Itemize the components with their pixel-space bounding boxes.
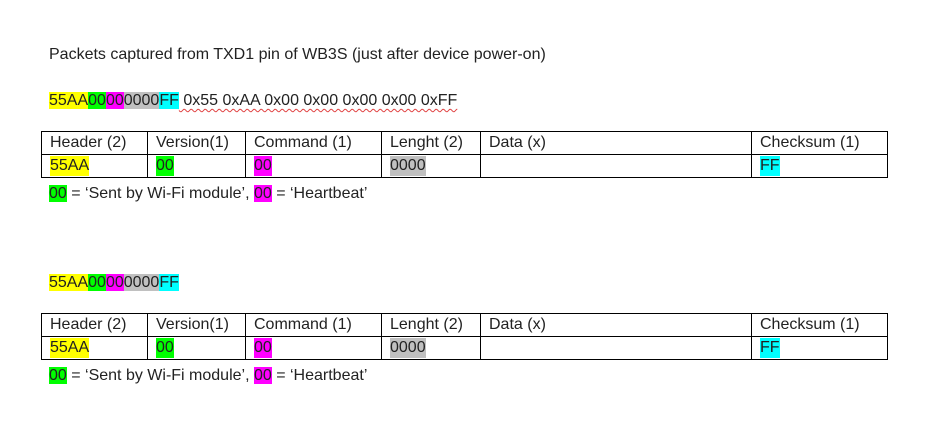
col-command: Command (1) [245, 131, 382, 155]
byte-command: 00 [105, 274, 124, 291]
byte-checksum: FF [159, 274, 179, 291]
byte-header: 55AA [49, 92, 89, 109]
byte-version: 00 [88, 274, 106, 291]
byte-length: 0000 [123, 92, 160, 109]
cell-length: 0000 [381, 154, 481, 178]
legend-note-1: 00 = ‘Sent by Wi-Fi module’, 00 = ‘Heart… [49, 185, 368, 202]
document-title: Packets captured from TXD1 pin of WB3S (… [49, 46, 546, 63]
col-data: Data (x) [480, 313, 752, 337]
cell-data [480, 336, 752, 360]
table-row: 55AA 00 00 0000 FF [41, 336, 888, 360]
byte-length: 0000 [123, 274, 160, 291]
col-checksum: Checksum (1) [751, 131, 888, 155]
col-header: Header (2) [41, 131, 148, 155]
cell-data [480, 154, 752, 178]
legend-note-2: 00 = ‘Sent by Wi-Fi module’, 00 = ‘Heart… [49, 367, 368, 384]
col-checksum: Checksum (1) [751, 313, 888, 337]
cell-command: 00 [245, 336, 382, 360]
table-header-row: Header (2) Version(1) Command (1) Lenght… [41, 313, 888, 337]
packet-table-2: Header (2) Version(1) Command (1) Lenght… [41, 313, 888, 360]
byte-checksum: FF [159, 92, 179, 109]
table-row: 55AA 00 00 0000 FF [41, 154, 888, 178]
col-header: Header (2) [41, 313, 148, 337]
col-length: Lenght (2) [381, 313, 481, 337]
cell-length: 0000 [381, 336, 481, 360]
cell-version: 00 [147, 336, 246, 360]
col-data: Data (x) [480, 131, 752, 155]
col-command: Command (1) [245, 313, 382, 337]
packet-bytes-1: 55AA00000000FF 0x55 0xAA 0x00 0x00 0x00 … [49, 91, 457, 111]
col-version: Version(1) [147, 131, 246, 155]
byte-command: 00 [105, 92, 124, 109]
cell-version: 00 [147, 154, 246, 178]
cell-checksum: FF [751, 336, 888, 360]
cell-header: 55AA [41, 336, 148, 360]
cell-header: 55AA [41, 154, 148, 178]
packet-table-1: Header (2) Version(1) Command (1) Lenght… [41, 131, 888, 178]
col-version: Version(1) [147, 313, 246, 337]
packet-bytes-2: 55AA00000000FF [49, 273, 179, 293]
byte-version: 00 [88, 92, 106, 109]
cell-command: 00 [245, 154, 382, 178]
packet-hex-text: 0x55 0xAA 0x00 0x00 0x00 0x00 0xFF [178, 92, 458, 109]
col-length: Lenght (2) [381, 131, 481, 155]
cell-checksum: FF [751, 154, 888, 178]
table-header-row: Header (2) Version(1) Command (1) Lenght… [41, 131, 888, 155]
byte-header: 55AA [49, 274, 89, 291]
